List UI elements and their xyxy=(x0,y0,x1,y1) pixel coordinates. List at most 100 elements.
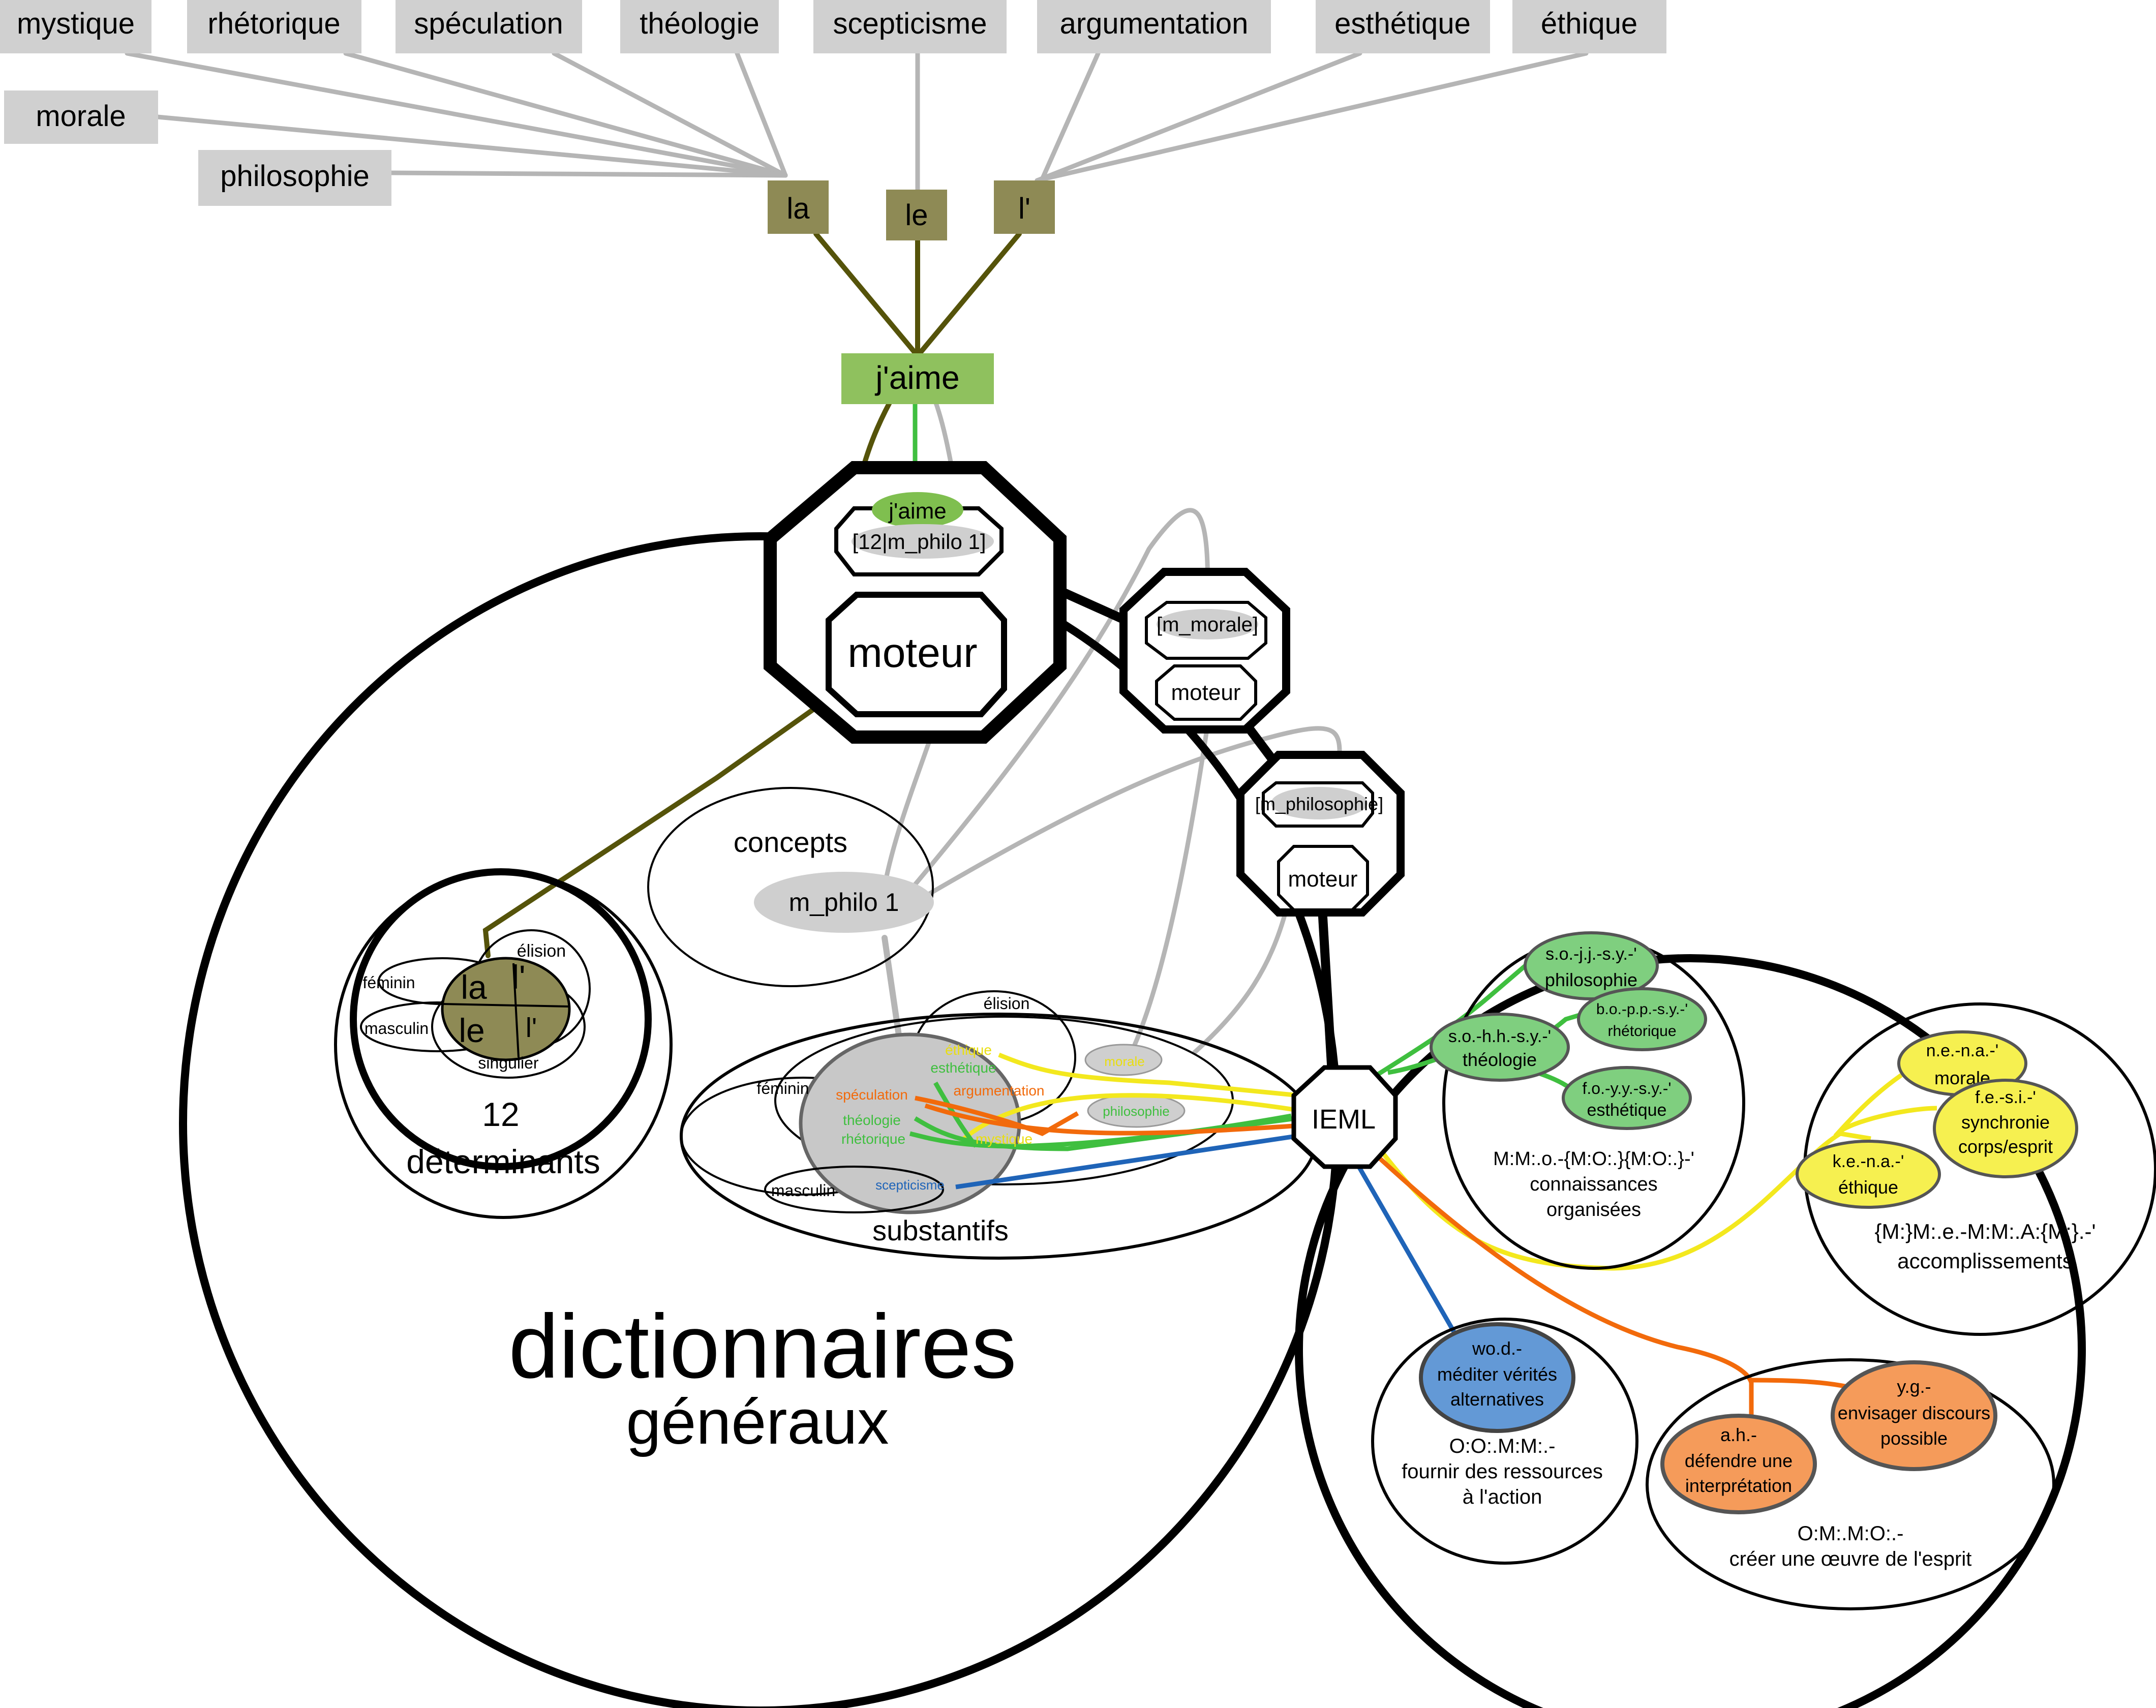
sub-argumentation: argumentation xyxy=(953,1083,1044,1099)
ieml-node: IEML xyxy=(1291,1065,1398,1169)
article-lapos: l' xyxy=(1018,192,1030,225)
sub-feminin: féminin xyxy=(756,1079,809,1097)
octagon-philosophie: [m_philosophie] moteur xyxy=(1236,751,1405,917)
know-node-3-label: rhétorique xyxy=(1607,1023,1676,1040)
know-node-3-code: b.o.-p.p.-s.y.-' xyxy=(1596,1001,1688,1018)
word-speculation: spéculation xyxy=(414,7,563,40)
oeuvre-node-2-label2: possible xyxy=(1880,1428,1948,1449)
article-box-la: la xyxy=(768,180,829,234)
det-masculin: masculin xyxy=(365,1019,429,1038)
verb-label: j'aime xyxy=(874,359,959,396)
acc-node-3-code: k.e.-n.a.-' xyxy=(1833,1152,1904,1171)
sub-philosophie: philosophie xyxy=(1103,1104,1170,1119)
word-scepticisme: scepticisme xyxy=(833,7,987,40)
article-box-lapos: l' xyxy=(994,180,1055,234)
concept-item-label: m_philo 1 xyxy=(789,888,899,917)
det-feminin: féminin xyxy=(362,973,415,992)
acc-node-2-label1: synchronie xyxy=(1961,1112,2050,1133)
determinants-group: féminin masculin élision singulier la le… xyxy=(334,868,673,1219)
philosophie-engine-label: moteur xyxy=(1288,867,1358,892)
acc-node-1-code: n.e.-n.a.-' xyxy=(1926,1041,1999,1060)
word-box-argumentation: argumentation xyxy=(1037,0,1271,53)
det-lapos-top: l' xyxy=(511,958,525,996)
know-node-4-code: f.o.-y.y.-s.y.-' xyxy=(1583,1079,1672,1097)
know-node-rhetorique xyxy=(1577,987,1707,1051)
substantifs-label: substantifs xyxy=(872,1214,1009,1246)
sub-rhetorique: rhétorique xyxy=(841,1131,905,1147)
det-singulier: singulier xyxy=(478,1054,539,1072)
word-esthetique: esthétique xyxy=(1334,7,1471,40)
sub-scepticisme: scepticisme xyxy=(875,1177,945,1193)
know-node-1-label: philosophie xyxy=(1545,969,1637,990)
word-box-speculation: spéculation xyxy=(396,0,582,53)
acc-label: accomplissements xyxy=(1897,1249,2073,1273)
word-argumentation: argumentation xyxy=(1060,7,1249,40)
oeuvre-node-2-label1: envisager discours xyxy=(1838,1402,1990,1423)
know-node-1-code: s.o.-j.j.-s.y.-' xyxy=(1545,944,1637,964)
word-ethique: éthique xyxy=(1541,7,1637,40)
substantifs-group: élision féminin masculin éthique esthéti… xyxy=(680,990,1318,1260)
sub-speculation: spéculation xyxy=(836,1087,908,1103)
acc-node-ethique xyxy=(1796,1140,1941,1209)
res-code: O:O:.M:M:.- xyxy=(1449,1435,1556,1457)
res-node-label1: méditer vérités xyxy=(1437,1364,1557,1385)
knowledge-line2: organisées xyxy=(1546,1199,1641,1221)
oeuvre-node-1-label1: défendre une xyxy=(1685,1450,1793,1471)
oeuvre-node-defendre xyxy=(1660,1414,1817,1514)
det-elision: élision xyxy=(517,941,566,961)
sub-morale: morale xyxy=(1104,1054,1144,1069)
ressources-cluster: wo.d.- méditer vérités alternatives O:O:… xyxy=(1371,1318,1638,1565)
res-node-mediter xyxy=(1419,1322,1575,1433)
dictionnaires-title-line1: dictionnaires xyxy=(508,1296,1016,1397)
concepts-group: concepts m_philo 1 xyxy=(647,787,934,987)
main-verb-label: j'aime xyxy=(888,499,947,524)
octagon-morale: [m_morale] moteur xyxy=(1119,568,1290,734)
know-node-2-code: s.o.-h.h.-s.y.-' xyxy=(1448,1027,1551,1046)
oeuvre-node-envisager xyxy=(1831,1360,1997,1471)
knowledge-cluster: s.o.-j.j.-s.y.-' philosophie s.o.-h.h.-s… xyxy=(1430,931,1745,1270)
word-box-morale: morale xyxy=(4,90,158,144)
word-rhetorique: rhétorique xyxy=(207,7,340,40)
acc-node-2-label2: corps/esprit xyxy=(1958,1136,2053,1157)
sub-ethique: éthique xyxy=(945,1042,992,1058)
main-verb-pill xyxy=(872,492,963,528)
word-theologie: théologie xyxy=(640,7,759,40)
oeuvre-node-1-label2: interprétation xyxy=(1685,1475,1792,1496)
know-node-2-label: théologie xyxy=(1463,1049,1537,1070)
det-count: 12 xyxy=(482,1095,519,1133)
article-le: le xyxy=(905,199,928,232)
sub-masculin: masculin xyxy=(771,1181,835,1200)
main-engine-label: moteur xyxy=(847,630,977,676)
morale-engine-label: moteur xyxy=(1171,680,1241,705)
article-box-le: le xyxy=(886,190,947,240)
concepts-label: concepts xyxy=(734,826,847,858)
oeuvre-label: créer une œuvre de l'esprit xyxy=(1729,1548,1972,1570)
acc-node-2-code: f.e.-s.i.-' xyxy=(1975,1088,2036,1107)
philosophie-slot-label: [m_philosophie] xyxy=(1255,794,1383,814)
know-node-esthetique xyxy=(1562,1066,1692,1130)
det-lapos-bottom: l' xyxy=(526,1013,537,1043)
oeuvre-node-2-code: y.g.- xyxy=(1897,1376,1931,1397)
main-octagon: j'aime [12|m_philo 1] moteur xyxy=(764,461,1067,744)
word-box-ethique: éthique xyxy=(1512,0,1666,53)
res-node-label2: alternatives xyxy=(1450,1389,1544,1410)
know-node-4-label: esthétique xyxy=(1587,1101,1667,1120)
sub-theologie: théologie xyxy=(843,1112,901,1128)
know-node-philosophie xyxy=(1524,931,1659,1000)
res-line2: à l'action xyxy=(1463,1486,1542,1508)
article-boxes: la le l' xyxy=(768,180,1055,240)
article-la: la xyxy=(786,192,810,225)
det-le: le xyxy=(459,1012,484,1049)
res-line1: fournir des ressources xyxy=(1402,1460,1603,1483)
knowledge-code: M:M:.o.-{M:O:.}{M:O:.}-' xyxy=(1493,1148,1694,1170)
word-box-theologie: théologie xyxy=(620,0,779,53)
knowledge-line1: connaissances xyxy=(1530,1174,1657,1195)
ieml-universe-circle xyxy=(1295,954,2086,1708)
acc-code: {M:}M:.e.-M:M:.A:{M:}.-' xyxy=(1874,1219,2096,1243)
verb-box: j'aime xyxy=(841,353,994,404)
oeuvre-code: O:M:.M:O:.- xyxy=(1798,1522,1904,1545)
sub-mystique: mystique xyxy=(976,1131,1033,1147)
acc-node-synchronie xyxy=(1933,1079,2078,1178)
det-la: la xyxy=(461,968,487,1006)
